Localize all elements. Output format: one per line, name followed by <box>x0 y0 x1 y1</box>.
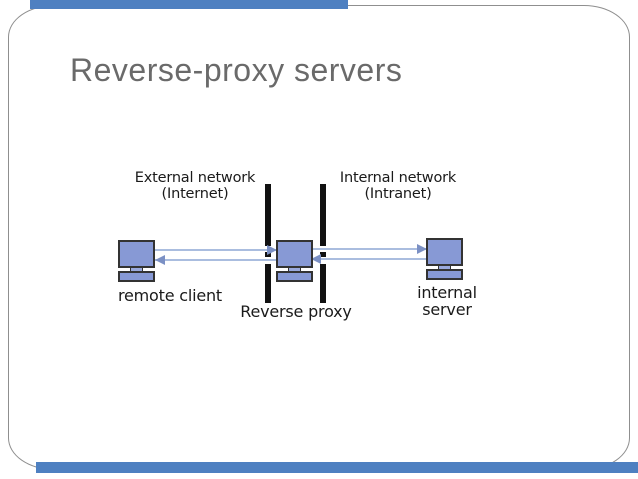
internal-server-label-line1: internal <box>417 283 477 302</box>
internal-server-computer-icon <box>426 238 463 280</box>
arrow-proxy-to-client-line <box>155 259 277 261</box>
firewall-right-bar-bottom-icon <box>320 264 326 303</box>
remote-client-base <box>118 271 155 282</box>
external-network-label: External network (Internet) <box>110 170 280 202</box>
arrow-proxy-to-server-line <box>311 248 427 250</box>
external-network-label-line1: External network <box>134 170 256 186</box>
reverse-proxy-label: Reverse proxy <box>240 302 352 321</box>
firewall-left-bar-top-icon <box>265 184 271 246</box>
arrow-proxy-to-server-head-icon <box>417 244 427 254</box>
internal-network-label: Internal network (Intranet) <box>322 170 474 202</box>
internal-server-base <box>426 269 463 280</box>
arrow-server-to-proxy-line <box>311 258 427 260</box>
internal-network-label-line2: (Intranet) <box>364 186 432 202</box>
remote-client-computer-icon <box>118 240 155 282</box>
remote-client-monitor <box>118 240 155 268</box>
arrow-proxy-to-client-head-icon <box>155 255 165 265</box>
firewall-left-bar-bottom-icon <box>265 264 271 303</box>
internal-server-monitor <box>426 238 463 266</box>
slide-title: Reverse-proxy servers <box>70 52 403 88</box>
internal-network-label-line1: Internal network <box>339 170 457 186</box>
firewall-right-bar-top-icon <box>320 184 326 246</box>
reverse-proxy-base <box>276 271 313 282</box>
external-network-label-line2: (Internet) <box>161 186 229 202</box>
top-accent-bar <box>30 0 348 9</box>
firewall-right-bar-mid-icon <box>320 252 326 257</box>
internal-server-label-line2: server <box>422 300 472 319</box>
arrow-client-to-proxy-head-icon <box>267 245 277 255</box>
internal-server-label: internal server <box>405 284 489 318</box>
arrow-server-to-proxy-head-icon <box>311 254 321 264</box>
reverse-proxy-computer-icon <box>276 240 313 282</box>
arrow-client-to-proxy-line <box>155 249 277 251</box>
reverse-proxy-monitor <box>276 240 313 268</box>
remote-client-label: remote client <box>118 286 222 305</box>
bottom-accent-bar <box>36 462 638 473</box>
